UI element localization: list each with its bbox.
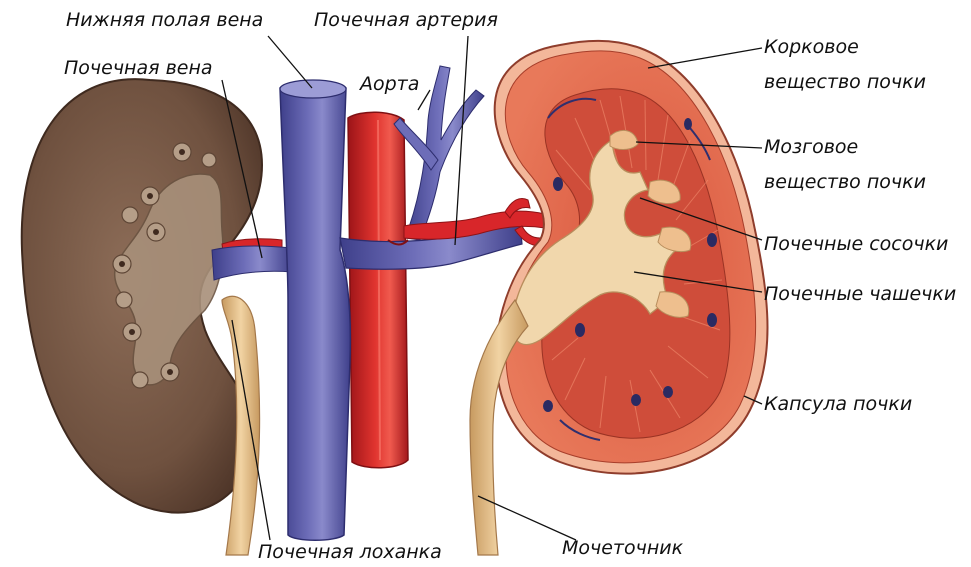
label-medulla-line1: Мозговое: [764, 136, 858, 158]
left-kidney-exterior: [22, 79, 262, 513]
label-ureter: Мочеточник: [562, 537, 684, 559]
label-calyces: Почечные чашечки: [764, 283, 956, 305]
label-papillae: Почечные сосочки: [764, 233, 948, 255]
label-renal-vein: Почечная вена: [64, 57, 213, 79]
label-renal-artery: Почечная артерия: [314, 9, 498, 31]
label-capsule: Капсула почки: [764, 393, 912, 415]
label-cortex-line2: вещество почки: [764, 71, 926, 93]
label-vena-cava: Нижняя полая вена: [66, 9, 263, 31]
aorta: [348, 112, 408, 468]
label-pelvis: Почечная лоханка: [258, 541, 442, 563]
label-medulla-line2: вещество почки: [764, 171, 926, 193]
label-aorta: Аорта: [358, 73, 419, 95]
right-kidney-section: [470, 41, 768, 555]
label-cortex-line1: Корковое: [764, 36, 859, 58]
